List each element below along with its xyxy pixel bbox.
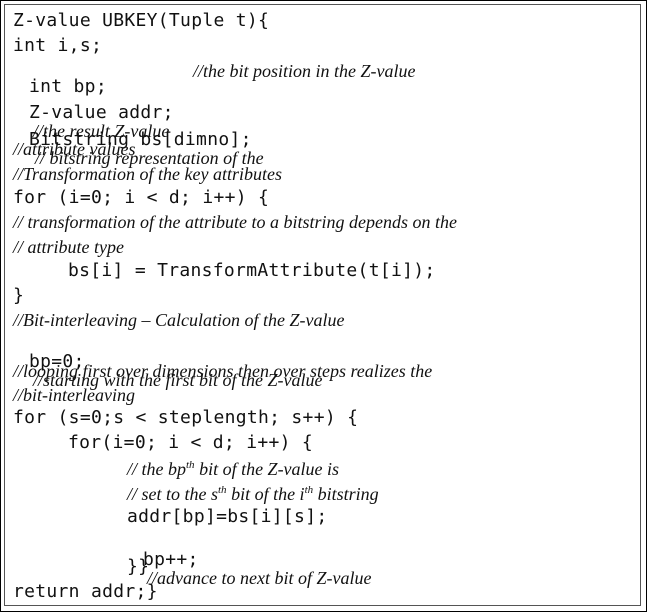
code-line-for-i: for (i=0; i < d; i++) {	[13, 187, 270, 208]
comment-text: bitstring	[313, 484, 379, 504]
comment-line-transform-depends: // transformation of the attribute to a …	[13, 212, 457, 232]
comment-line-set-to: // set to the sth bit of the ith bitstri…	[127, 484, 379, 504]
code-line-bp-increment: bp++; //advance to next bit of Z-value	[127, 535, 371, 604]
comment-line-transformation: //Transformation of the key attributes	[13, 164, 282, 184]
superscript: th	[186, 459, 195, 471]
superscript: th	[304, 484, 314, 496]
comment-text: bit of the i	[226, 484, 305, 504]
code-line-bp-init: bp=0; //starting with the first bit of t…	[13, 337, 323, 406]
comment-text: // the bp	[127, 459, 186, 479]
comment-line-bp-th-bit: // the bpth bit of the Z-value is	[127, 459, 340, 479]
comment-line-looping: //looping first over dimensions then ove…	[13, 361, 433, 381]
code-text: bp++;	[143, 549, 199, 570]
code-line-signature: Z-value UBKEY(Tuple t){	[13, 10, 270, 31]
comment-line-attribute-type: // attribute type	[13, 237, 124, 257]
comment-text: // bitstring representation of the	[35, 148, 264, 168]
code-text: Z-value addr;	[29, 102, 174, 123]
code-line-transform-call: bs[i] = TransformAttribute(t[i]);	[68, 260, 436, 281]
code-text: int bp;	[29, 76, 107, 97]
code-line-close-braces: }}	[127, 556, 150, 577]
comment-text: // set to the s	[127, 484, 218, 504]
comment-line-bit-interleaving-heading: //Bit-interleaving – Calculation of the …	[13, 310, 345, 330]
comment-text: //the result Z-value	[33, 121, 170, 141]
code-text: bp=0;	[29, 351, 85, 372]
comment-text: //starting with the first bit of the Z-v…	[33, 370, 323, 390]
code-text: Bitstring bs[dimno];	[29, 129, 252, 150]
code-listing-box: Z-value UBKEY(Tuple t){ int i,s; int bp;…	[4, 4, 641, 606]
comment-line-bit-interleaving: //bit-interleaving	[13, 385, 135, 405]
code-line-for-s: for (s=0;s < steplength; s++) {	[13, 407, 359, 428]
code-line-decl-bs: Bitstring bs[dimno]; // bitstring repres…	[13, 115, 264, 184]
code-line-decl-bp: int bp; //the bit position in the Z-valu…	[13, 62, 415, 128]
code-line-decl-is: int i,s;	[13, 35, 103, 56]
code-line-close-brace: }	[13, 285, 25, 306]
comment-text: //the bit position in the Z-value	[193, 61, 416, 81]
comment-text: bit of the Z-value is	[194, 459, 340, 479]
code-line-addr-assign: addr[bp]=bs[i][s];	[127, 506, 328, 527]
comment-line-attribute-values: //attribute values	[13, 139, 136, 159]
code-line-for-i-inner: for(i=0; i < d; i++) {	[68, 432, 314, 453]
code-line-return: return addr;}	[13, 581, 158, 602]
code-line-decl-addr: Z-value addr; //the result Z-value	[13, 88, 174, 157]
superscript: th	[218, 484, 227, 496]
comment-text: //advance to next bit of Z-value	[147, 568, 372, 588]
